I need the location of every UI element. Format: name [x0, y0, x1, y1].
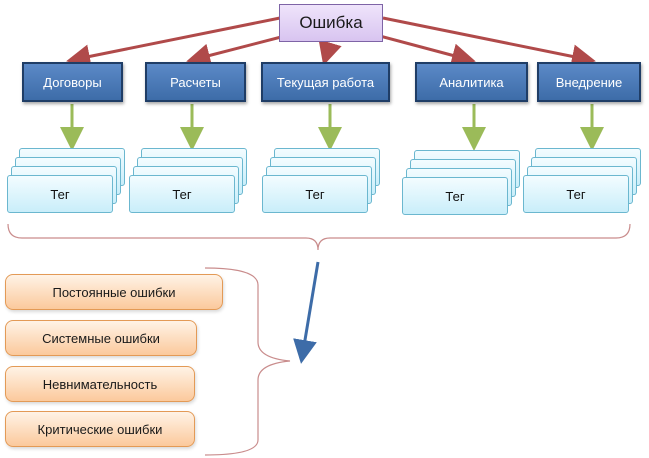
tag-card: Тег [129, 175, 235, 213]
arrow-root-to-category [66, 16, 281, 69]
tag-card: Тег [523, 175, 629, 213]
error-type-box: Системные ошибки [5, 320, 197, 356]
arrow-root-to-category [379, 34, 476, 67]
arrow-root-to-category [186, 34, 286, 68]
tags-brace [7, 223, 631, 251]
arrow-tags-to-errors [293, 261, 320, 364]
tag-card: Тег [262, 175, 368, 213]
category-node: Внедрение [537, 62, 641, 102]
arrow-root-to-category [318, 39, 342, 66]
tag-card: Тег [402, 177, 508, 215]
tag-stack: Тег [523, 148, 643, 218]
category-node: Текущая работа [261, 62, 390, 102]
tag-stack: Тег [129, 148, 249, 218]
tag-stack: Тег [402, 150, 522, 220]
category-node: Аналитика [415, 62, 528, 102]
tag-card: Тег [7, 175, 113, 213]
root-node: Ошибка [279, 4, 383, 42]
category-node: Расчеты [145, 62, 246, 102]
error-type-box: Постоянные ошибки [5, 274, 223, 310]
tag-stack: Тег [7, 148, 127, 218]
error-type-box: Критические ошибки [5, 411, 195, 447]
arrow-root-to-category [382, 16, 596, 69]
error-type-box: Невнимательность [5, 366, 195, 402]
category-node: Договоры [22, 62, 123, 102]
errors-brace [204, 267, 291, 456]
tag-stack: Тег [262, 148, 382, 218]
